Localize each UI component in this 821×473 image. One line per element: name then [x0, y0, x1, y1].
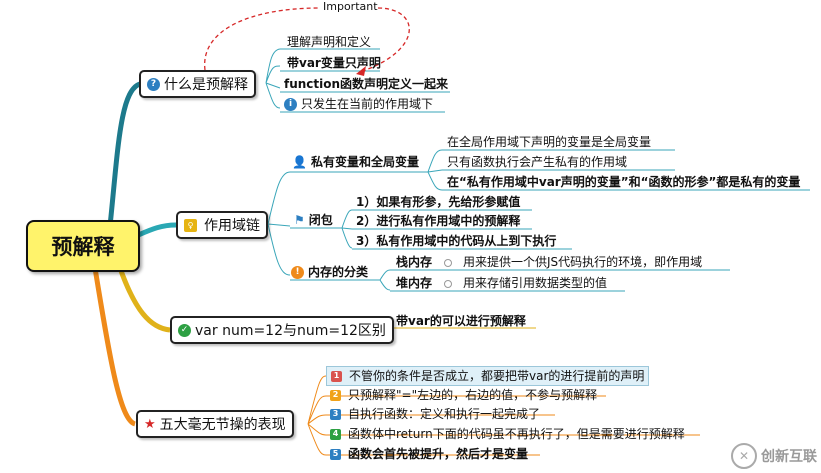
leaf-item[interactable]: 3 自执行函数：定义和执行一起完成了	[330, 406, 540, 422]
watermark: ✕ 创新互联	[731, 443, 817, 469]
branch3-connector	[117, 267, 171, 333]
number-5-icon: 5	[330, 448, 341, 460]
branch1-connector	[107, 81, 142, 227]
leaf-item[interactable]: 理解声明和定义	[287, 35, 372, 49]
info-icon: i	[284, 97, 297, 111]
subtopic-closure[interactable]: ⚑ 闭包	[294, 213, 333, 227]
leaf-item[interactable]: 1）如果有形参，先给形参赋值	[356, 195, 521, 209]
leaf-item[interactable]: 在全局作用域下声明的变量是全局变量	[447, 135, 652, 149]
branch-var-difference[interactable]: ✓ var num=12与num=12区别	[170, 316, 394, 344]
subtopic-memory[interactable]: ! 内存的分类	[291, 264, 368, 280]
leaf-item[interactable]: 2）进行私有作用域中的预解释	[356, 214, 521, 228]
leaf-item[interactable]: 在“私有作用域中var声明的变量”和“函数的形参”都是私有的变量	[447, 175, 801, 189]
subtopic-private-global[interactable]: 👤 私有变量和全局变量	[292, 155, 419, 169]
warning-icon: !	[291, 265, 304, 279]
leaf-item[interactable]: 2 只预解释"="左边的，右边的值，不参与预解释	[330, 387, 597, 403]
leaf-item[interactable]: 栈内存	[396, 255, 433, 269]
important-annotation: Important	[323, 0, 378, 13]
leaf-item[interactable]: i 只发生在当前的作用域下	[284, 96, 433, 112]
number-2-icon: 2	[330, 389, 341, 401]
leaf-item[interactable]: 3）私有作用域中的代码从上到下执行	[356, 234, 557, 248]
number-4-icon: 4	[330, 428, 341, 440]
leaf-item[interactable]: 只有函数执行会产生私有的作用域	[447, 155, 628, 169]
tip-icon: ♀	[184, 218, 197, 232]
flag-icon: ⚑	[294, 213, 305, 227]
branch-label: 什么是预解释	[164, 77, 248, 93]
star-icon: ★	[144, 416, 156, 432]
check-icon: ✓	[178, 323, 191, 337]
branch2-connector	[135, 222, 177, 239]
leaf-item[interactable]: 1 不管你的条件是否成立，都要把带var的进行提前的声明	[326, 366, 650, 386]
leaf-item[interactable]: 带var变量只声明	[287, 56, 381, 70]
brand-logo-icon: ✕	[731, 443, 757, 469]
leaf-item[interactable]: 用来存储引用数据类型的值	[463, 276, 608, 290]
leaf-item[interactable]: function函数声明定义一起来	[284, 77, 449, 91]
branch-label: 作用域链	[204, 218, 260, 234]
collapse-circle-icon[interactable]	[444, 280, 452, 288]
leaf-item[interactable]: 带var的可以进行预解释	[396, 314, 526, 328]
leaf-item[interactable]: 5 函数会首先被提升，然后才是变量	[330, 446, 528, 462]
number-1-icon: 1	[331, 370, 342, 382]
leaf-item[interactable]: 4 函数体中return下面的代码虽不再执行了，但是需要进行预解释	[330, 426, 685, 442]
branch4-connector	[92, 267, 137, 427]
collapse-circle-icon[interactable]	[444, 259, 452, 267]
important-arrow	[204, 7, 410, 73]
user-icon: 👤	[292, 155, 307, 169]
branch-five-behaviors[interactable]: ★ 五大毫无节操的表现	[136, 410, 294, 438]
branch-label: 五大毫无节操的表现	[159, 417, 286, 433]
question-icon: ?	[147, 77, 160, 91]
branch-label: var num=12与num=12区别	[195, 323, 386, 339]
root-topic[interactable]: 预解释	[26, 220, 140, 272]
branch-scope-chain[interactable]: ♀ 作用域链	[176, 211, 268, 239]
leaf-item[interactable]: 堆内存	[396, 276, 433, 290]
branch-what-is-preparse[interactable]: ? 什么是预解释	[139, 70, 256, 98]
leaf-item[interactable]: 用来提供一个供JS代码执行的环境，即作用域	[463, 255, 703, 269]
number-3-icon: 3	[330, 408, 341, 420]
